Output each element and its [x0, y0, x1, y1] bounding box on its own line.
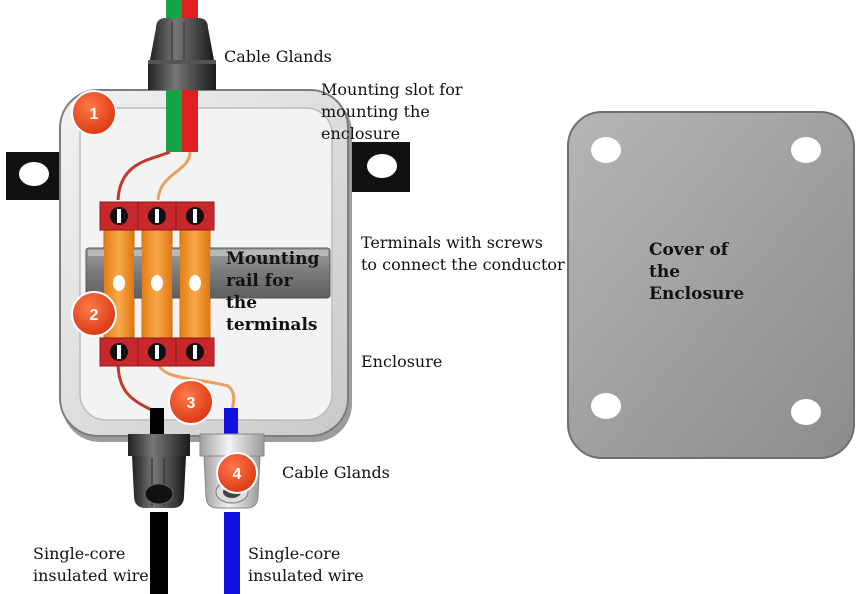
bottom-left-cable-gland: [128, 434, 190, 594]
label-mounting-rail: Mounting rail for the terminals: [226, 249, 320, 335]
mounting-slot-right: [352, 142, 410, 192]
label-cover: Cover of the Enclosure: [649, 240, 745, 304]
enclosure-cover: [567, 111, 855, 459]
svg-text:4: 4: [233, 466, 242, 483]
badge-3: 3: [168, 379, 214, 425]
label-top-cable-glands: Cable Glands: [224, 47, 332, 66]
svg-text:2: 2: [90, 307, 99, 324]
label-wire-left: Single-core insulated wire: [33, 544, 149, 585]
label-mounting-slot: Mounting slot for mounting the enclosure: [321, 80, 463, 143]
label-enclosure: Enclosure: [361, 352, 443, 371]
mounting-slot-left: [6, 152, 66, 200]
label-wire-right: Single-core insulated wire: [248, 544, 364, 585]
badge-1: 1: [71, 90, 117, 136]
terminal-screws-top: [99, 201, 215, 231]
label-bottom-cable-glands: Cable Glands: [282, 463, 390, 482]
badge-4: 4: [216, 452, 258, 494]
terminal-screws-bottom: [99, 337, 215, 367]
svg-text:1: 1: [90, 106, 99, 123]
badge-2: 2: [71, 291, 117, 337]
svg-text:3: 3: [187, 395, 196, 412]
top-cable-gland: [148, 0, 216, 152]
internal-wires: [116, 150, 236, 412]
terminal-bodies-front: [104, 244, 210, 326]
label-terminals: Terminals with screws to connect the con…: [361, 233, 565, 274]
